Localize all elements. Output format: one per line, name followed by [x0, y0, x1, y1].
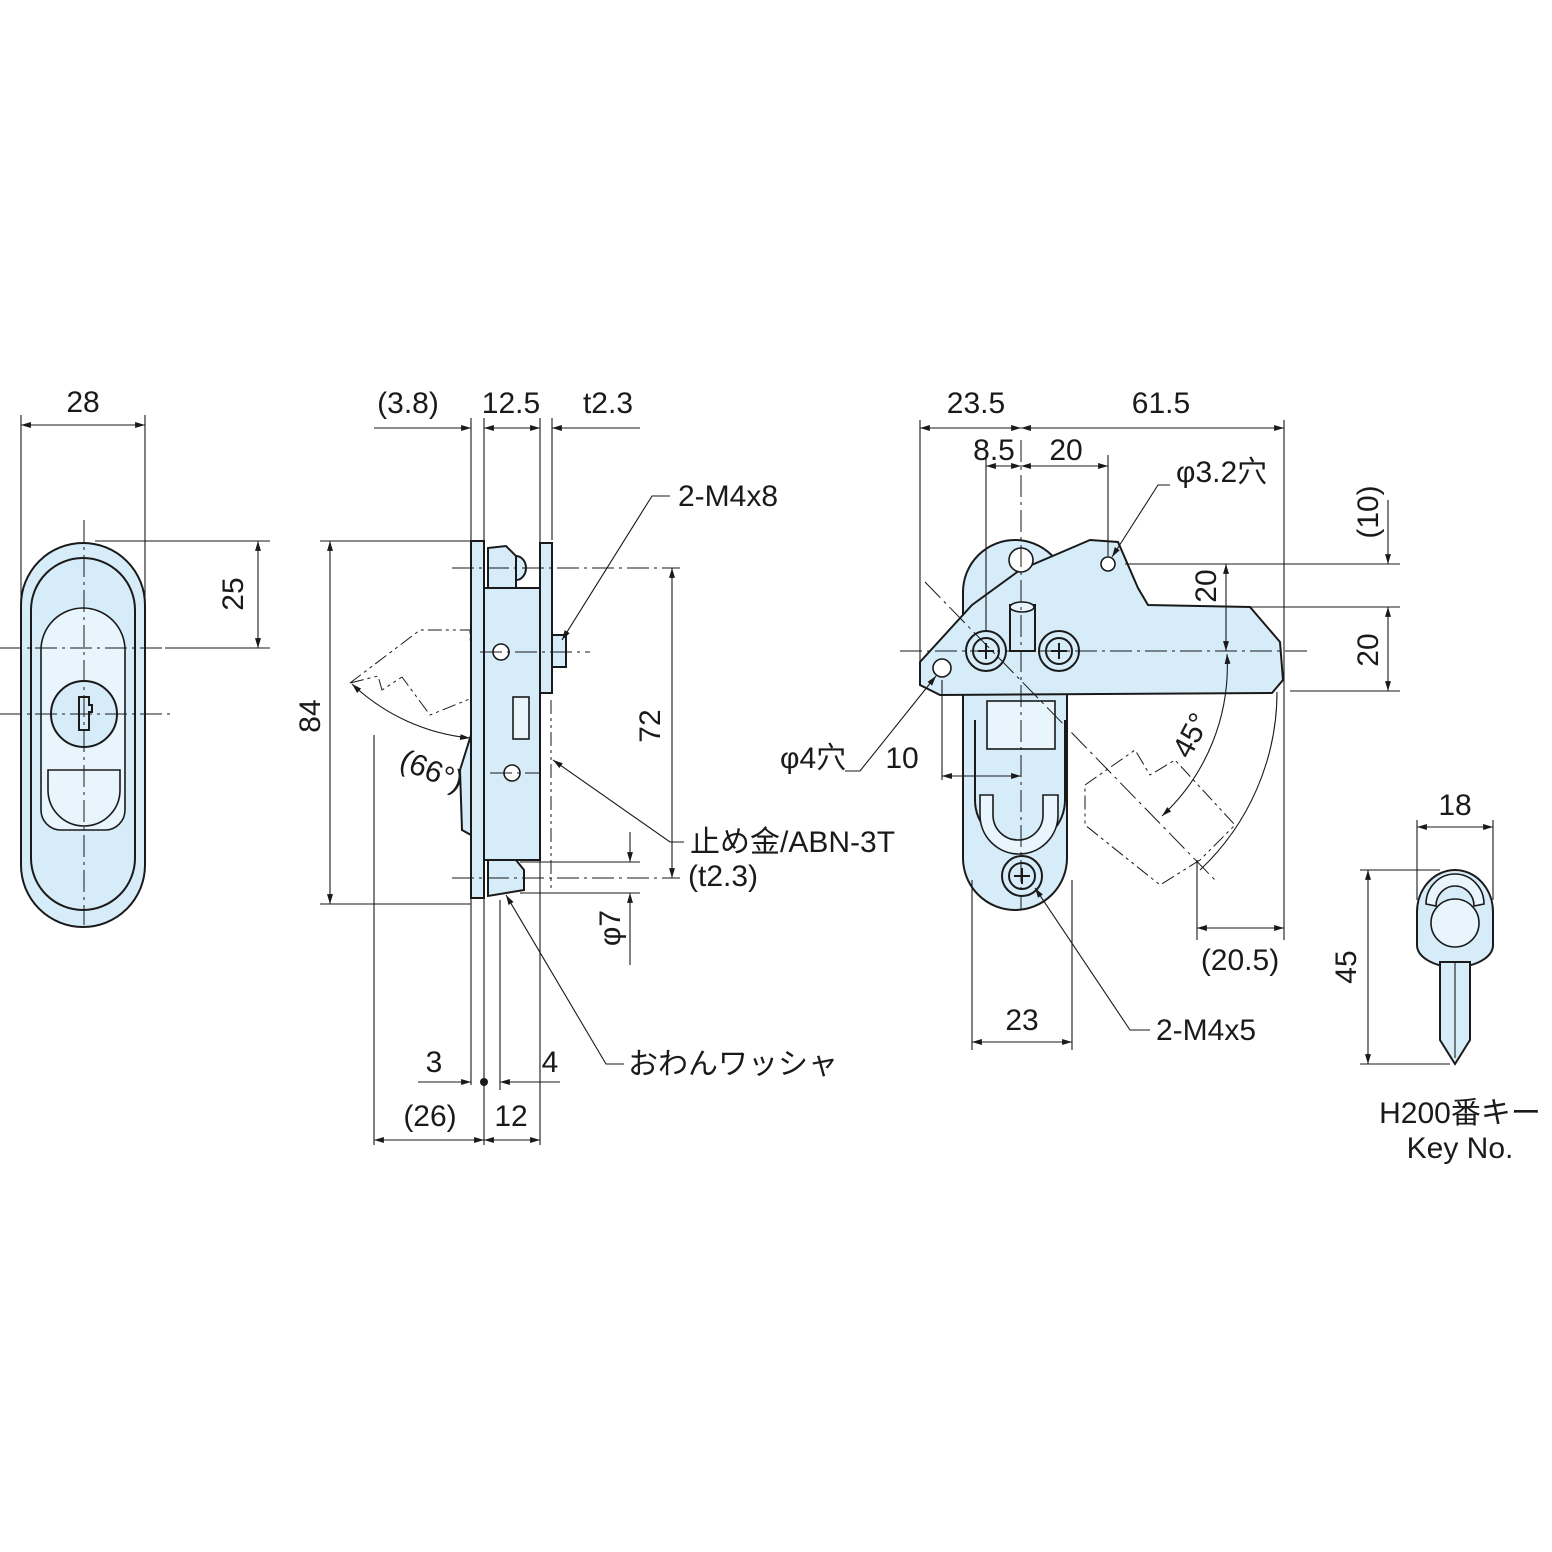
- rear-u-slot: [979, 794, 1059, 855]
- dim-side-rod: φ7: [594, 910, 627, 946]
- dim-front-top-to-key: 25: [217, 577, 250, 610]
- key-view: 18 45 H200番キー Key No.: [1330, 789, 1541, 1165]
- front-view: 28 25: [0, 386, 270, 928]
- key-head-arc-slot: [1425, 873, 1485, 907]
- dim-side-depth: 12.5: [482, 387, 540, 420]
- dim-key-length: 45: [1330, 950, 1363, 983]
- dim-side-plate: t2.3: [583, 387, 633, 420]
- side-lock-body: [483, 587, 541, 861]
- label-stopper-thickness: (t2.3): [688, 860, 758, 893]
- label-hole-large: φ4穴: [780, 742, 846, 775]
- dim-rear-10-paren: (10): [1352, 485, 1385, 538]
- swung-handle-phantom: [349, 629, 473, 716]
- dim-key-width: 18: [1438, 789, 1471, 822]
- rear-pin-top: [1009, 601, 1035, 613]
- label-stopper: 止め金/ABN-3T: [690, 826, 895, 859]
- dim-rear-20-5: (20.5): [1201, 944, 1279, 977]
- dim-arc-outer: [1199, 691, 1278, 871]
- label-rear-screw: 2-M4x5: [1156, 1014, 1256, 1047]
- rotated-cam-phantom: [1084, 749, 1236, 886]
- label-side-screw: 2-M4x8: [678, 480, 778, 513]
- dim-rear-20-v1: 20: [1190, 569, 1223, 602]
- side-window: [512, 696, 530, 740]
- dim-front-width: 28: [66, 386, 99, 419]
- leader-hole-large: [845, 675, 937, 772]
- leader-washer: [505, 894, 624, 1065]
- dim-side-26: (26): [403, 1100, 456, 1133]
- dim-side-3: 3: [426, 1046, 443, 1079]
- dim-side-mount-pitch: 72: [634, 709, 667, 742]
- dim-rear-20-v2: 20: [1352, 633, 1385, 666]
- side-stopper-plate: [539, 542, 553, 694]
- rear-hole-phi4: [932, 658, 952, 678]
- dim-rear-23: 23: [1005, 1004, 1038, 1037]
- leader-screw: [561, 495, 670, 641]
- top-washer-nut: [487, 544, 517, 589]
- front-body-inner-rim: [30, 557, 136, 911]
- dim-rear-10: 10: [885, 742, 918, 775]
- label-washer: おわんワッシャ: [628, 1048, 838, 1081]
- dim-rear-8-5: 8.5: [973, 434, 1015, 467]
- dim-origin-dot: [480, 1078, 488, 1086]
- side-handle-lip: [458, 734, 472, 837]
- stopper-screw: [551, 634, 567, 668]
- top-washer-dome: [515, 554, 527, 582]
- dim-side-4: 4: [542, 1046, 559, 1079]
- leader-stopper: [552, 759, 684, 843]
- side-flange: [470, 540, 485, 899]
- dim-side-angle: (66°): [395, 744, 468, 799]
- dim-side-12: 12: [494, 1100, 527, 1133]
- dim-rear-61-5: 61.5: [1132, 387, 1190, 420]
- label-hole-small: φ3.2穴: [1176, 456, 1267, 489]
- dim-rear-20-top: 20: [1049, 434, 1082, 467]
- key-head-hole: [1430, 898, 1480, 948]
- side-view: (3.8) 12.5 t2.3 84 72 (66°) φ7 3 4 (26) …: [294, 387, 895, 1145]
- rear-screw-bottom-icon: [1001, 855, 1043, 897]
- dim-arc-angle: [351, 683, 471, 740]
- front-finger-grip: [47, 769, 121, 827]
- dim-rear-45: 45°: [1166, 708, 1216, 764]
- label-key-jp: H200番キー: [1379, 1097, 1541, 1130]
- dim-side-offset: (3.8): [377, 387, 439, 420]
- dim-rear-23-5: 23.5: [947, 387, 1005, 420]
- leader-hole-small: [1111, 484, 1170, 558]
- dim-side-height: 84: [294, 699, 327, 732]
- dim-arc-45: [1161, 653, 1231, 817]
- rear-view: 23.5 61.5 8.5 20 φ3.2穴 (10) 20 20 45° φ4…: [780, 387, 1400, 1050]
- keyhole-icon: [78, 696, 93, 731]
- leader-rear-screw: [1034, 887, 1150, 1031]
- label-key-en: Key No.: [1407, 1132, 1514, 1165]
- rear-hole-phi32: [1100, 556, 1116, 572]
